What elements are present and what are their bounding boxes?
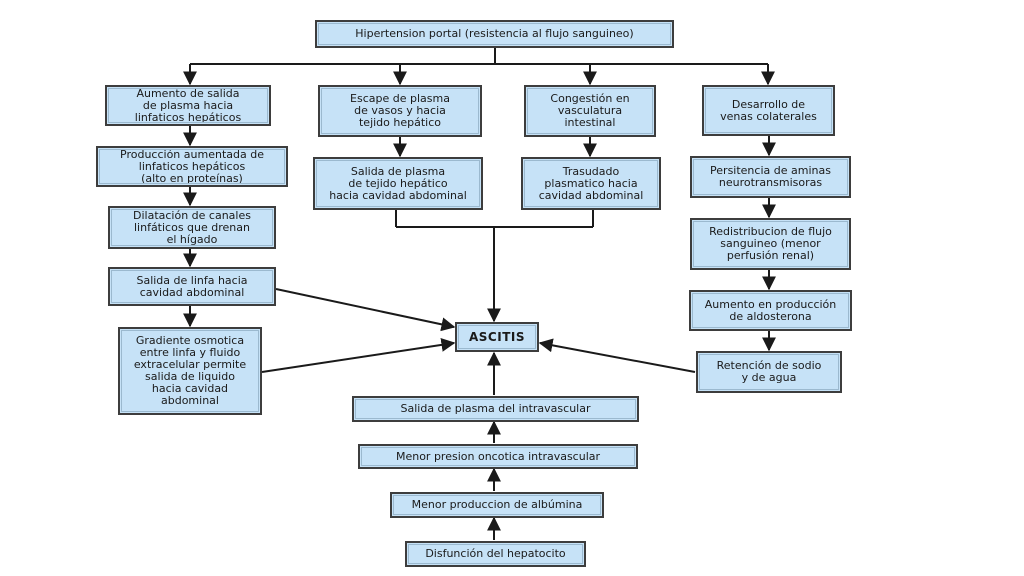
arrow-linfa-to-ascitis [275, 288, 456, 332]
node-gradiente-osmotica: Gradiente osmotica entre linfa y fluido … [118, 327, 262, 415]
node-retencion-sodio: Retención de sodio y de agua [696, 351, 842, 393]
arrow-retencion-to-ascitis [538, 338, 696, 373]
node-salida-plasma-tejido: Salida de plasma de tejido hepático haci… [313, 157, 483, 210]
arrow-gradiente-to-ascitis [261, 337, 456, 373]
node-redistribucion-flujo: Redistribucion de flujo sanguineo (menor… [690, 218, 851, 270]
node-salida-linfa: Salida de linfa hacia cavidad abdominal [108, 267, 276, 306]
node-menor-produccion-albumina: Menor produccion de albúmina [390, 492, 604, 518]
node-congestion-vasculatura: Congestión en vasculatura intestinal [524, 85, 656, 137]
node-trasudado-plasmatico: Trasudado plasmatico hacia cavidad abdom… [521, 157, 661, 210]
node-produccion-linfaticos: Producción aumentada de linfaticos hepát… [96, 146, 288, 187]
node-salida-plasma-intravascular: Salida de plasma del intravascular [352, 396, 639, 422]
node-aumento-aldosterona: Aumento en producción de aldosterona [689, 290, 852, 331]
node-disfuncion-hepatocito: Disfunción del hepatocito [405, 541, 586, 567]
node-aumento-salida-plasma: Aumento de salida de plasma hacia linfat… [105, 85, 271, 126]
node-menor-presion-oncotica: Menor presion oncotica intravascular [358, 444, 638, 469]
node-ascitis: ASCITIS [455, 322, 539, 352]
node-hipertension-portal: Hipertension portal (resistencia al fluj… [315, 20, 674, 48]
node-persistencia-aminas: Persitencia de aminas neurotransmisoras [690, 156, 851, 198]
node-dilatacion-canales: Dilatación de canales linfáticos que dre… [108, 206, 276, 249]
node-desarrollo-venas: Desarrollo de venas colaterales [702, 85, 835, 136]
node-escape-plasma: Escape de plasma de vasos y hacia tejido… [318, 85, 482, 137]
